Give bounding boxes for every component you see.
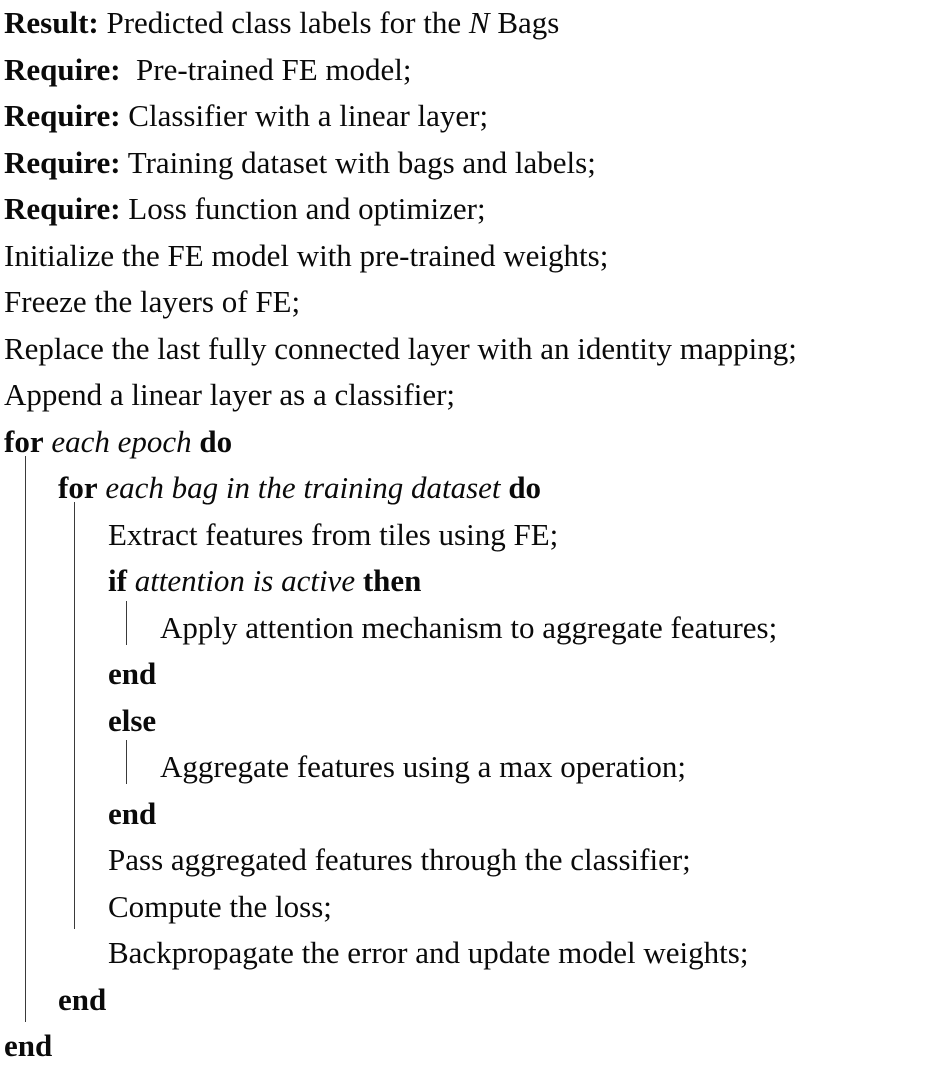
algorithm-line-end-for-epoch: end <box>0 1023 950 1070</box>
algorithm-line-freeze-layers-text: Freeze the layers of FE; <box>4 284 301 319</box>
algorithm-line-init-fe-text: Initialize the FE model with pre-trained… <box>4 237 609 273</box>
algorithm-line-end-for-bag-keyword-before: end <box>58 981 107 1017</box>
algorithm-line-end-if: end <box>0 651 950 698</box>
algorithm-line-if-attention-condition: attention is active <box>126 563 363 598</box>
algorithm-line-compute-loss-text: Compute the loss; <box>108 888 332 924</box>
algorithm-line-require-loss-text: Loss function and optimizer; <box>120 191 486 226</box>
algorithm-line-result-tail: Bags <box>489 5 560 40</box>
algorithm-line-require-dataset-lead: Require: <box>4 144 121 180</box>
algorithm-line-require-fe-lead: Require: <box>4 51 121 87</box>
algorithm-line-append-linear: Append a linear layer as a classifier; <box>0 372 950 419</box>
algorithm-line-extract-features-text: Extract features from tiles using FE; <box>108 516 559 552</box>
guide-outer-for-epoch <box>25 456 27 1022</box>
algorithm-line-for-epoch-condition: each epoch <box>43 423 200 459</box>
algorithm-line-aggregate-max-text: Aggregate features using a max operation… <box>160 749 686 784</box>
guide-else-body <box>126 740 128 784</box>
algorithm-line-require-classifier-lead: Require: <box>4 98 121 133</box>
algorithm-line-if-attention-keyword-before: if <box>108 563 127 598</box>
algorithm-line-for-bag: for each bag in the training dataset do <box>0 465 950 512</box>
algorithm-line-for-epoch-keyword-after: do <box>199 423 233 459</box>
algorithm-line-end-else: end <box>0 791 950 838</box>
algorithm-line-backprop-text: Backpropagate the error and update model… <box>108 935 749 970</box>
algorithm-line-pass-classifier-text: Pass aggregated features through the cla… <box>108 842 691 877</box>
algorithm-line-require-dataset-text: Training dataset with bags and labels; <box>120 144 596 180</box>
algorithm-line-require-classifier: Require: Classifier with a linear layer; <box>0 93 950 140</box>
algorithm-line-for-bag-condition: each bag in the training dataset <box>97 470 509 505</box>
guide-for-bag <box>74 502 76 929</box>
algorithm-line-for-epoch: for each epoch do <box>0 419 950 466</box>
algorithm-line-end-else-keyword-before: end <box>108 795 157 831</box>
algorithm-line-end-for-epoch-keyword-before: end <box>4 1028 53 1063</box>
algorithm-line-result-text: Predicted class labels for the <box>98 5 469 40</box>
algorithm-line-if-attention-keyword-after: then <box>362 563 422 598</box>
algorithm-line-require-loss: Require: Loss function and optimizer; <box>0 186 950 233</box>
algorithm-line-end-if-keyword-before: end <box>108 656 157 691</box>
algorithm-line-apply-attention: Apply attention mechanism to aggregate f… <box>0 605 950 652</box>
algorithm-line-for-bag-keyword-after: do <box>508 470 542 505</box>
algorithm-line-replace-fc-text: Replace the last fully connected layer w… <box>4 330 797 366</box>
algorithm-line-result-lead: Result: <box>4 5 99 40</box>
algorithm-line-apply-attention-text: Apply attention mechanism to aggregate f… <box>160 609 778 645</box>
algorithm-line-else: else <box>0 698 950 745</box>
algorithm-line-require-fe-text: Pre-trained FE model; <box>120 51 412 87</box>
guide-if-body <box>126 601 128 645</box>
algorithm-line-backprop: Backpropagate the error and update model… <box>0 930 950 977</box>
algorithm-line-end-for-bag: end <box>0 977 950 1024</box>
algorithm-line-if-attention: if attention is active then <box>0 558 950 605</box>
algorithm-line-else-keyword-before: else <box>108 702 157 738</box>
algorithm-line-result: Result: Predicted class labels for the N… <box>0 0 950 47</box>
algorithm-line-init-fe: Initialize the FE model with pre-trained… <box>0 233 950 280</box>
algorithm-line-compute-loss: Compute the loss; <box>0 884 950 931</box>
algorithm-line-freeze-layers: Freeze the layers of FE; <box>0 279 950 326</box>
algorithm-line-for-epoch-keyword-before: for <box>4 423 44 459</box>
algorithm-line-append-linear-text: Append a linear layer as a classifier; <box>4 377 456 412</box>
algorithm-line-require-fe: Require: Pre-trained FE model; <box>0 47 950 94</box>
algorithm-line-result-math-symbol: N <box>468 5 490 40</box>
algorithm-line-aggregate-max: Aggregate features using a max operation… <box>0 744 950 791</box>
algorithm-line-require-dataset: Require: Training dataset with bags and … <box>0 140 950 187</box>
algorithm-line-extract-features: Extract features from tiles using FE; <box>0 512 950 559</box>
algorithm-line-for-bag-keyword-before: for <box>58 470 98 505</box>
algorithm-line-replace-fc: Replace the last fully connected layer w… <box>0 326 950 373</box>
algorithm-line-require-classifier-text: Classifier with a linear layer; <box>120 98 489 133</box>
algorithm-line-pass-classifier: Pass aggregated features through the cla… <box>0 837 950 884</box>
algorithm-line-require-loss-lead: Require: <box>4 191 121 226</box>
